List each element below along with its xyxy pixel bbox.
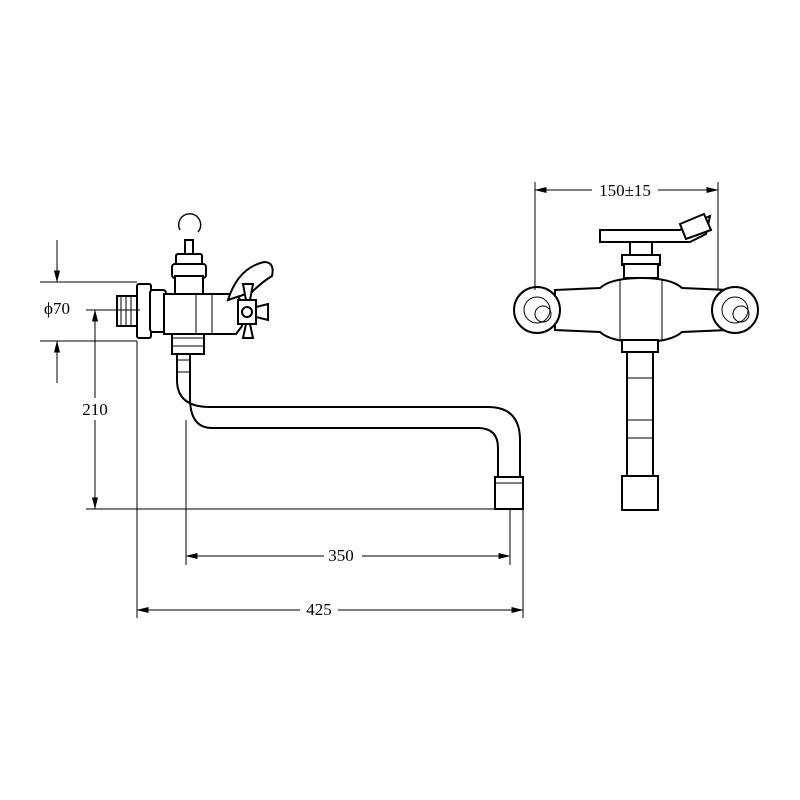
front-body [554, 276, 729, 344]
height-label: 210 [82, 400, 108, 419]
cross-handle [226, 260, 274, 339]
diverter-knob [171, 213, 207, 295]
front-spout [621, 339, 659, 511]
dimension-center-distance: 150±15 [534, 180, 719, 290]
dimension-spout-length: 350 [185, 420, 511, 565]
left-flange [513, 286, 561, 334]
overall-length-label: 425 [306, 600, 332, 619]
dimension-diameter: ϕ70 [36, 240, 137, 383]
spout-pipe [176, 349, 521, 483]
dimension-height: 210 [74, 309, 505, 510]
spout-length-label: 350 [328, 546, 354, 565]
lever-handle [599, 212, 713, 279]
right-flange [711, 286, 759, 334]
dimension-overall-length: 425 [136, 341, 524, 619]
wall-connector [116, 283, 167, 339]
faucet-front-view [513, 212, 759, 511]
center-distance-label: 150±15 [599, 181, 651, 200]
diameter-label: ϕ70 [44, 299, 70, 318]
faucet-side-view [116, 213, 524, 510]
spout-aerator [494, 476, 524, 510]
